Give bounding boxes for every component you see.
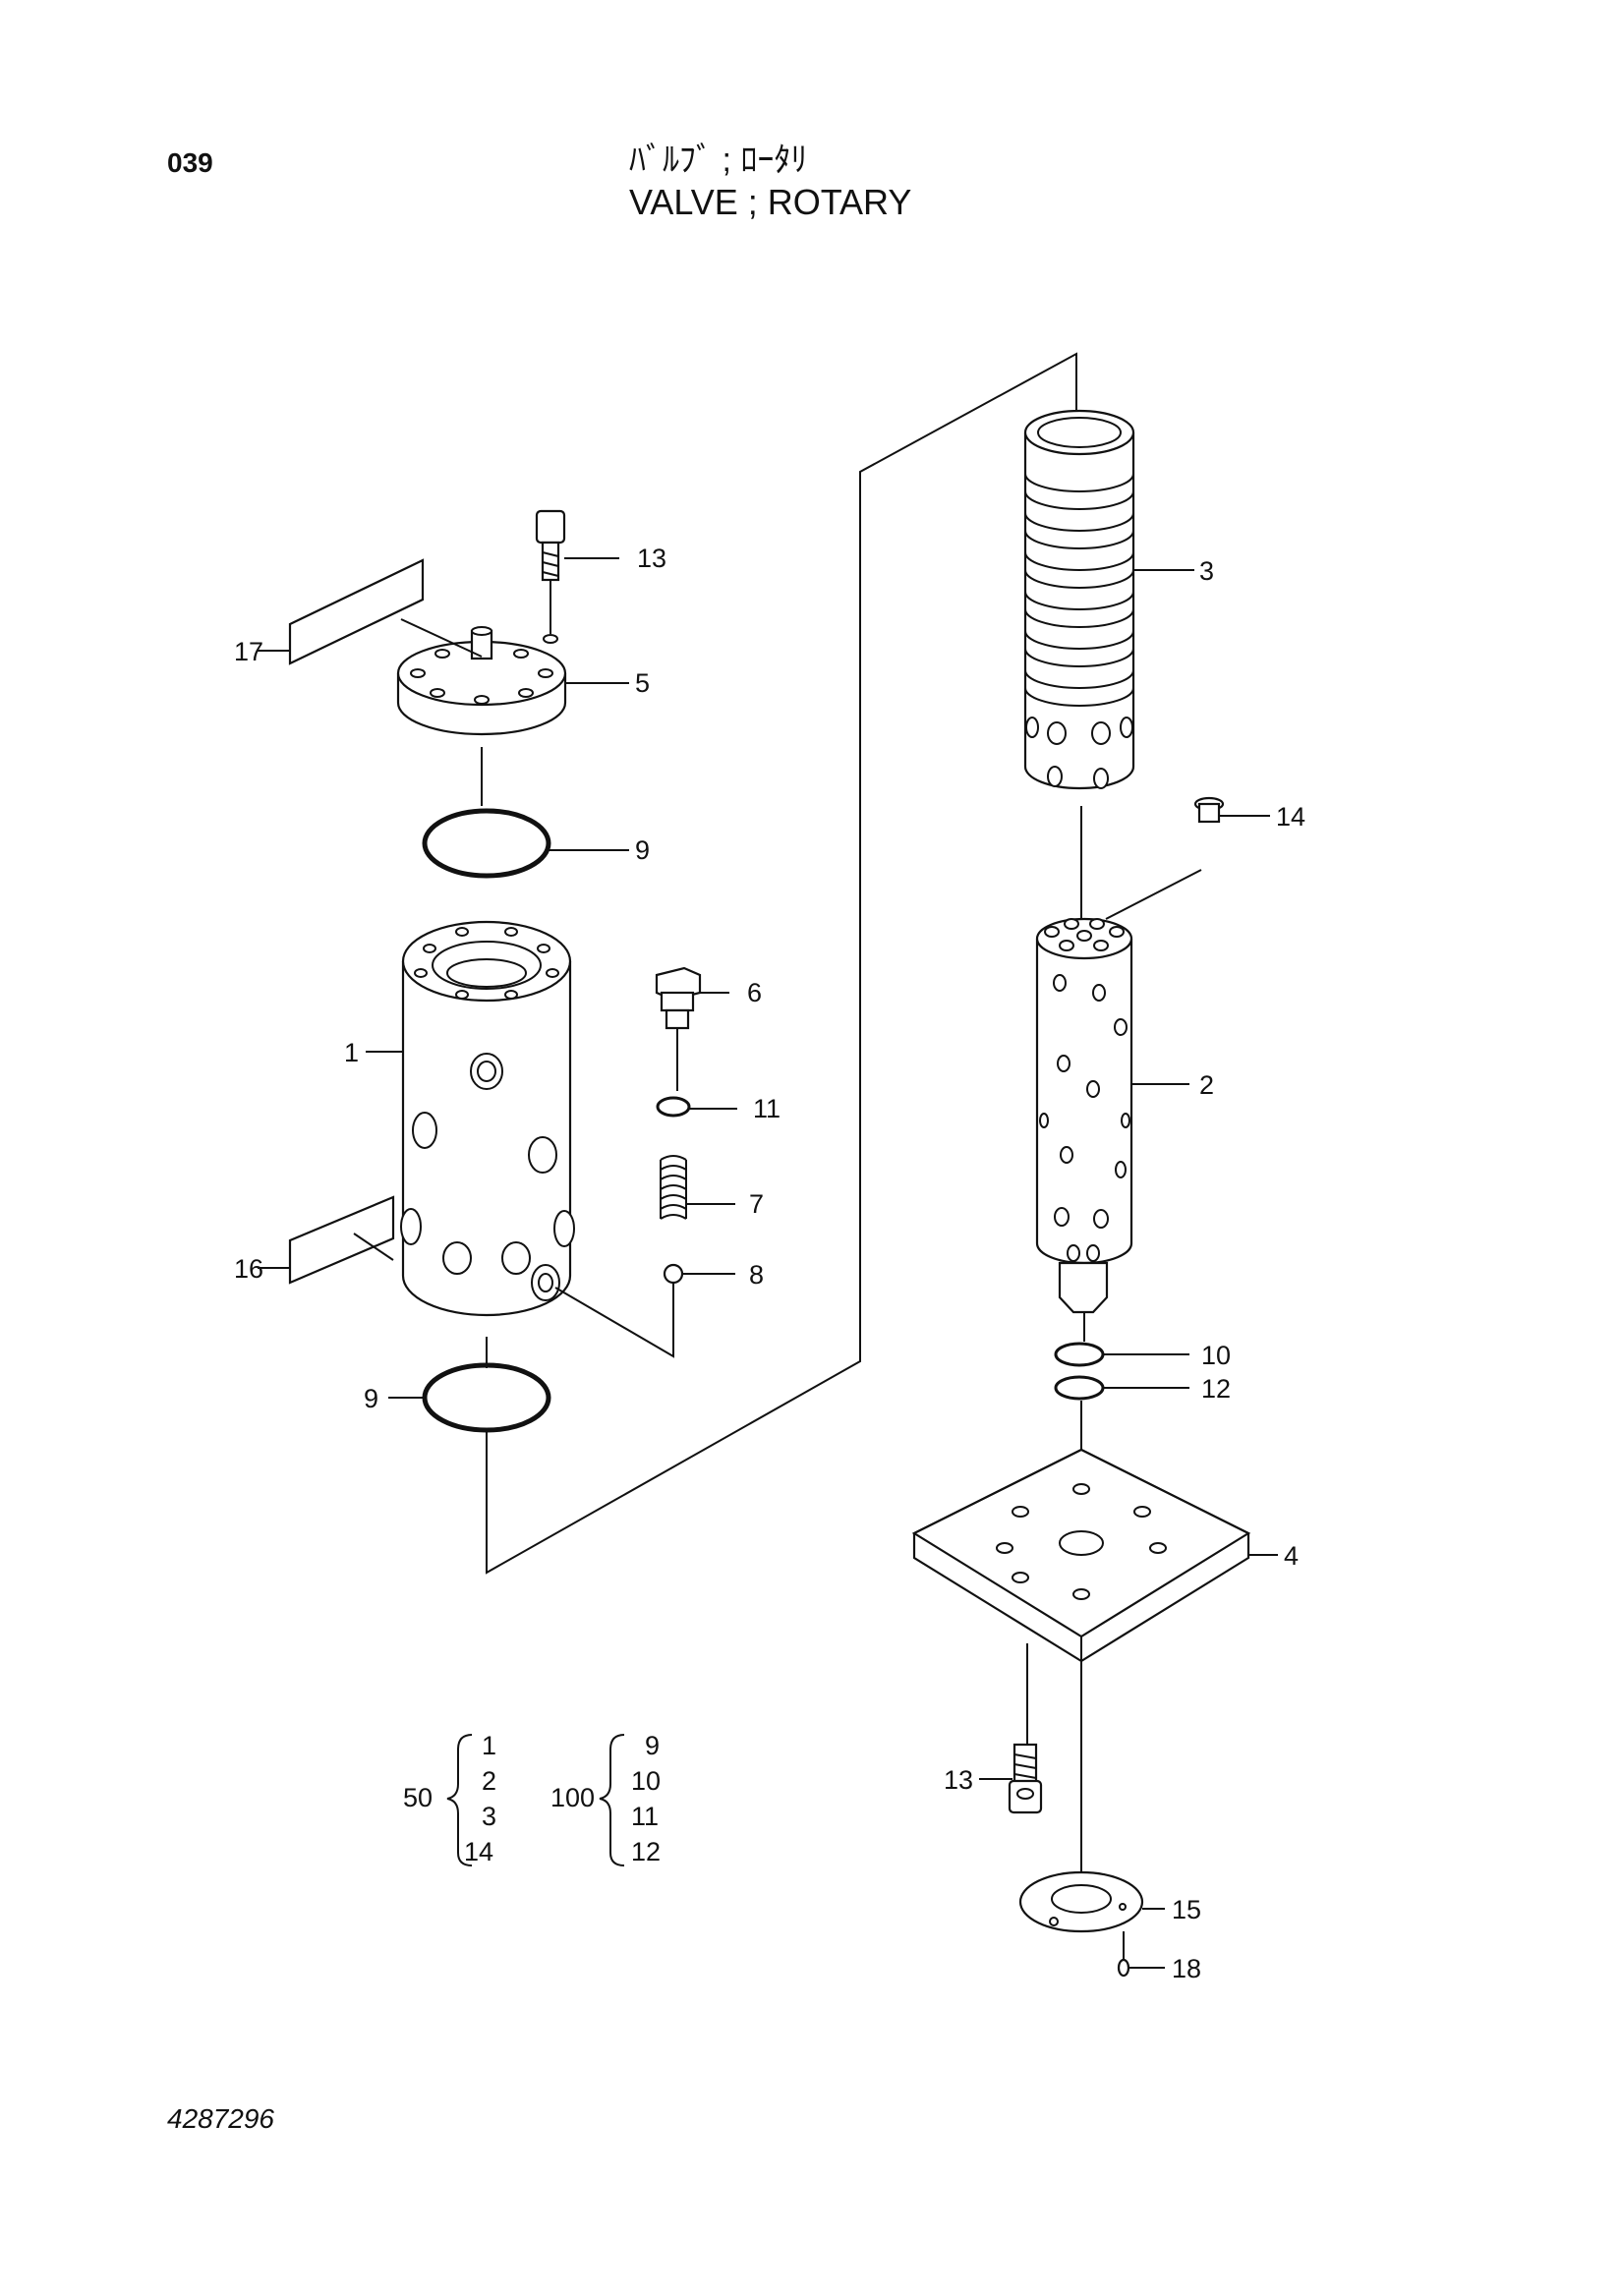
callout-11: 11 bbox=[753, 1094, 781, 1123]
part-11-oring bbox=[656, 1096, 691, 1118]
part-2-spool-body bbox=[1035, 917, 1133, 1314]
kit-qty: 50 bbox=[403, 1783, 433, 1812]
part-5-cover bbox=[396, 626, 567, 736]
part-9-oring-lower bbox=[422, 1362, 551, 1433]
callout-4: 4 bbox=[1284, 1541, 1299, 1571]
callout-15: 15 bbox=[1172, 1895, 1201, 1924]
part-9-oring-upper bbox=[422, 808, 551, 879]
callout-9-lower: 9 bbox=[364, 1384, 378, 1413]
kit-item: 11 bbox=[631, 1802, 659, 1831]
part-17-plate bbox=[288, 558, 425, 665]
callout-6: 6 bbox=[747, 978, 762, 1007]
kit-group-100: 100 9 10 11 12 bbox=[550, 1731, 661, 1866]
callout-12: 12 bbox=[1201, 1374, 1231, 1404]
callout-5: 5 bbox=[635, 668, 650, 698]
kit-item: 3 bbox=[482, 1802, 496, 1831]
part-1-housing bbox=[400, 920, 575, 1317]
callout-13-upper: 13 bbox=[637, 544, 666, 573]
kit-qty: 100 bbox=[550, 1783, 595, 1812]
page-number: 039 bbox=[167, 147, 213, 178]
callout-9-upper: 9 bbox=[635, 835, 650, 865]
callout-3: 3 bbox=[1199, 556, 1214, 586]
part-18-rivet bbox=[1117, 1931, 1130, 1978]
callout-18: 18 bbox=[1172, 1954, 1201, 1983]
part-8-ball bbox=[663, 1263, 684, 1285]
assembly-connector-line bbox=[486, 352, 1077, 1575]
kit-item: 10 bbox=[631, 1766, 661, 1796]
part-13-bolt-lower bbox=[1008, 1743, 1043, 1814]
part-15-plate bbox=[1018, 1870, 1144, 1933]
callout-8: 8 bbox=[749, 1260, 764, 1290]
part-12-oring bbox=[1054, 1375, 1105, 1401]
kit-item: 12 bbox=[631, 1837, 661, 1866]
callout-1: 1 bbox=[344, 1038, 359, 1067]
part-16-plate bbox=[288, 1195, 395, 1285]
part-4-base-plate bbox=[911, 1448, 1251, 1663]
title-english: VALVE ; ROTARY bbox=[629, 182, 912, 222]
callout-7: 7 bbox=[749, 1189, 764, 1219]
part-10-oring bbox=[1054, 1342, 1105, 1367]
callout-13-lower: 13 bbox=[944, 1765, 973, 1795]
title-japanese: ﾊﾞﾙﾌﾞ ; ﾛｰﾀﾘ bbox=[629, 142, 808, 179]
callout-10: 10 bbox=[1201, 1341, 1231, 1370]
part-3-spool bbox=[1023, 409, 1135, 790]
kit-item: 14 bbox=[464, 1837, 493, 1866]
part-7-spring bbox=[660, 1155, 687, 1220]
kit-item: 9 bbox=[645, 1731, 660, 1760]
callout-17: 17 bbox=[234, 637, 263, 666]
kit-item: 2 bbox=[482, 1766, 496, 1796]
part-6-plug bbox=[655, 966, 702, 1030]
callout-16: 16 bbox=[234, 1254, 263, 1284]
callout-2: 2 bbox=[1199, 1070, 1214, 1100]
part-14-plug bbox=[1193, 796, 1225, 824]
document-code: 4287296 bbox=[167, 2103, 275, 2134]
callout-14: 14 bbox=[1276, 802, 1305, 832]
kit-group-50: 50 1 2 3 14 bbox=[403, 1731, 496, 1866]
kit-item: 1 bbox=[482, 1731, 496, 1760]
part-13-bolt-upper bbox=[535, 509, 566, 582]
